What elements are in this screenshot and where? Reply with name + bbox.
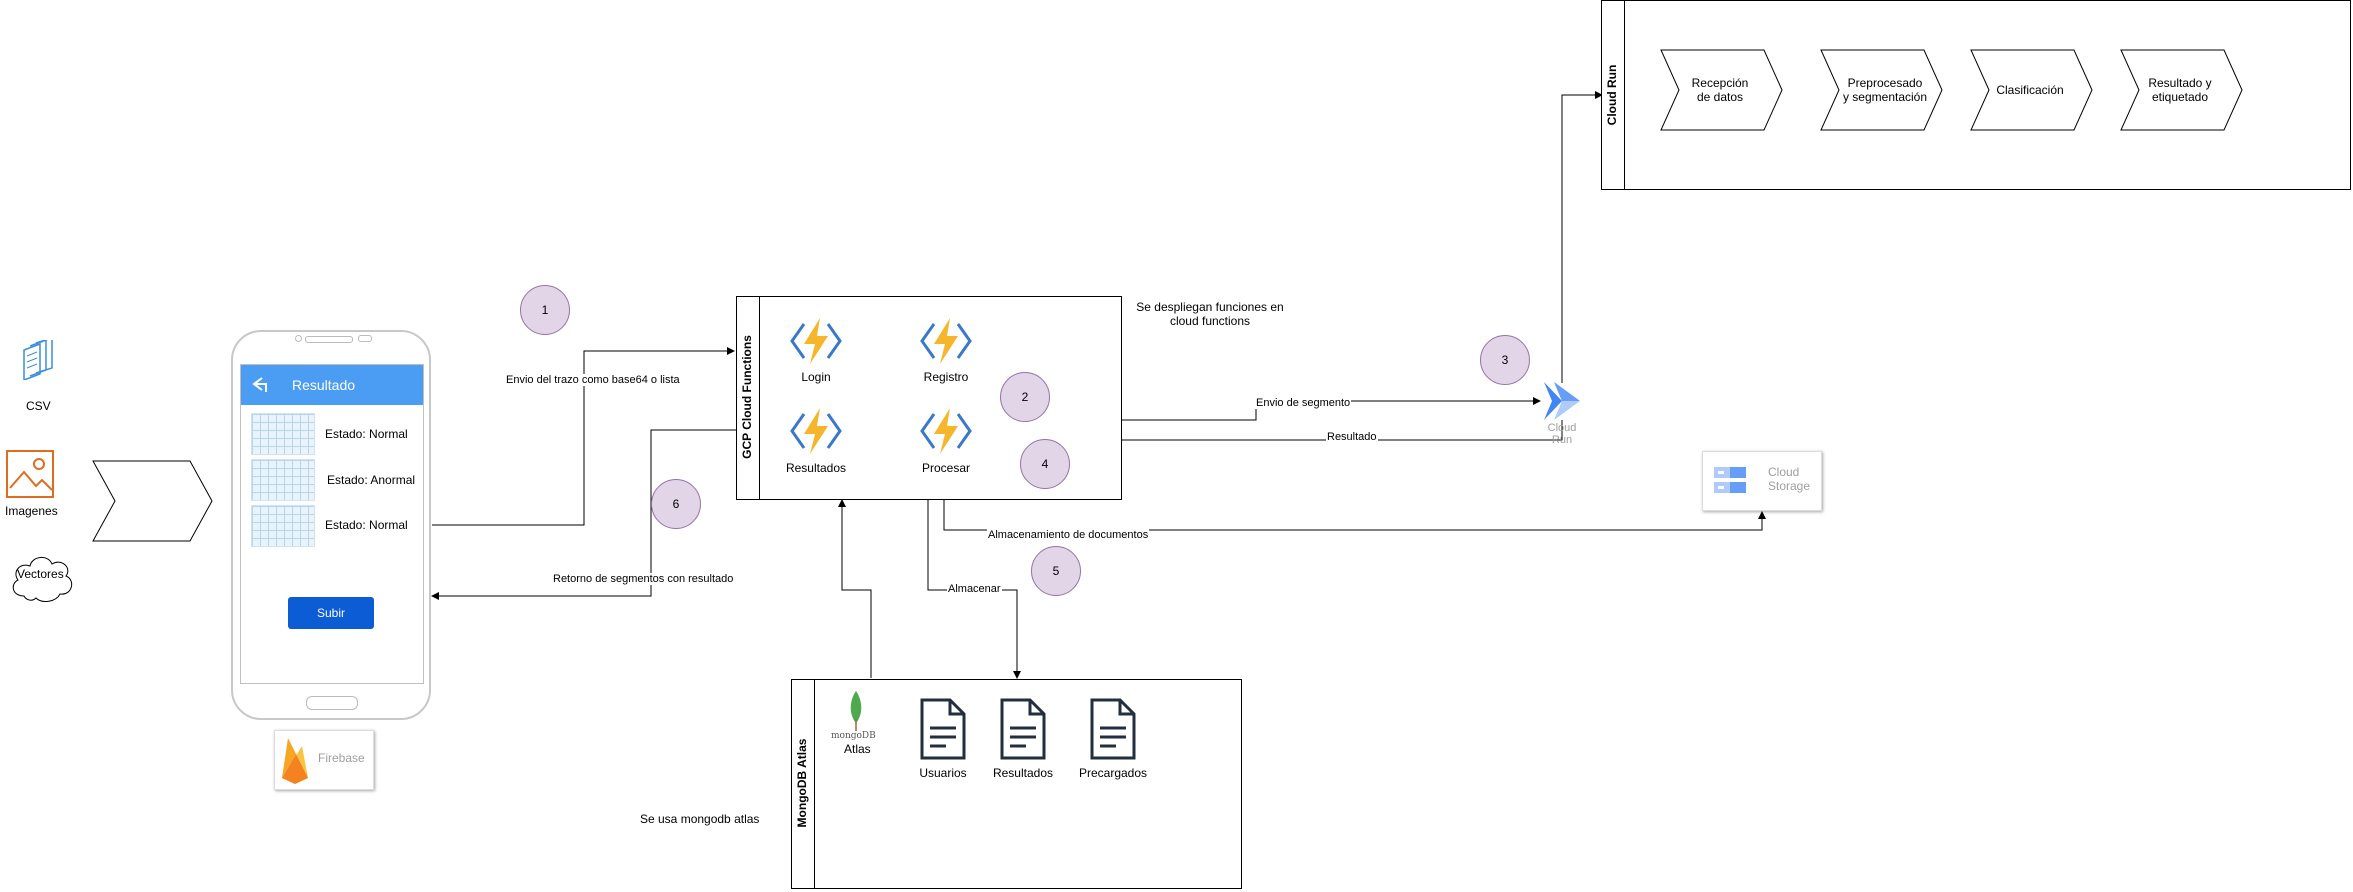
cloud-storage-card xyxy=(1702,451,1822,511)
result-status: Estado: Normal xyxy=(325,427,408,441)
function-label: Resultados xyxy=(785,461,847,475)
cloud-run-icon-label: Cloud Run xyxy=(1547,422,1577,446)
edge-label-return-segments: Retorno de segmentos con resultado xyxy=(552,573,735,585)
document-icon-usuarios xyxy=(920,698,966,760)
phone-speaker xyxy=(305,336,353,343)
csv-label: CSV xyxy=(26,399,51,413)
ecg-thumbnail xyxy=(251,459,315,501)
step-marker: 1 xyxy=(520,285,570,335)
pipeline-step xyxy=(2120,49,2243,131)
document-icon-precargados xyxy=(1090,698,1136,760)
mongodb-title: MongoDB Atlas xyxy=(795,738,809,828)
mongodb-leaf-icon xyxy=(847,691,865,731)
pipeline-step xyxy=(1970,49,2093,131)
pipeline-step-label: Resultado y etiquetado xyxy=(2148,76,2212,104)
edge-mongo-to-gcp xyxy=(838,499,872,678)
app-title: Resultado xyxy=(292,377,356,393)
firebase-icon xyxy=(278,734,312,786)
step-marker: 6 xyxy=(651,479,701,529)
atlas-label: Atlas xyxy=(844,742,871,756)
pipeline-step-label: Preprocesado y segmentación xyxy=(1842,76,1928,104)
cloud-run-title: Cloud Run xyxy=(1605,64,1619,126)
edge-label-store-documents: Almacenamiento de documentos xyxy=(987,529,1150,541)
images-label: Imagenes xyxy=(5,504,58,518)
firebase-label: Firebase xyxy=(318,751,365,765)
function-icon-resultados[interactable] xyxy=(790,408,842,454)
function-label: Registro xyxy=(923,370,969,384)
function-label: Login xyxy=(801,370,831,384)
step-marker: 5 xyxy=(1031,546,1081,596)
edge-result xyxy=(971,420,1563,444)
back-icon[interactable] xyxy=(250,374,270,394)
pipeline-step xyxy=(1660,49,1783,131)
function-icon-registro[interactable] xyxy=(920,318,972,364)
step-marker: 4 xyxy=(1020,439,1070,489)
function-icon-procesar[interactable] xyxy=(920,408,972,454)
edge-label-send-segment: Envio de segmento xyxy=(1255,397,1352,409)
phone-camera xyxy=(295,335,302,342)
pipeline-step-label: Clasificación xyxy=(1996,83,2064,97)
upload-button[interactable]: Subir xyxy=(288,597,374,629)
pipeline-step-label: Recepción de datos xyxy=(1691,76,1749,104)
phone-home-button xyxy=(306,696,358,710)
edge-label-send-trace: Envio del trazo como base64 o lista xyxy=(505,374,681,386)
images-icon xyxy=(6,450,54,498)
edge-cloud-run-lane xyxy=(1561,91,1603,383)
pipeline-step xyxy=(1820,49,1943,131)
ecg-thumbnail xyxy=(251,505,315,547)
document-icon-resultados xyxy=(1000,698,1046,760)
vectors-label: Vectores xyxy=(17,567,64,581)
collection-label: Usuarios xyxy=(919,766,967,780)
edge-send-trace xyxy=(432,347,735,526)
edge-return-segments xyxy=(431,429,736,600)
gcp-functions-title: GCP Cloud Functions xyxy=(740,335,754,459)
function-icon-login[interactable] xyxy=(790,318,842,364)
mongodb-note: Se usa mongodb atlas xyxy=(640,812,760,826)
collection-label: Resultados xyxy=(992,766,1054,780)
ecg-thumbnail xyxy=(251,413,315,455)
result-status: Estado: Anormal xyxy=(327,473,416,487)
gcp-note: Se despliegan funciones en cloud functio… xyxy=(1136,300,1284,328)
edge-label-result: Resultado xyxy=(1326,431,1378,443)
cloud-storage-icon xyxy=(1714,466,1746,494)
cloud-shape xyxy=(6,548,78,606)
mongodb-logo-text: mongoDB xyxy=(831,731,876,741)
function-label: Procesar xyxy=(921,461,971,475)
cloud-run-icon xyxy=(1540,380,1584,422)
cloud-storage-label: Cloud Storage xyxy=(1768,465,1811,493)
step-marker: 2 xyxy=(1000,372,1050,422)
input-chevron xyxy=(92,460,213,542)
result-status: Estado: Normal xyxy=(325,518,408,532)
edge-label-store-mongo: Almacenar xyxy=(947,583,1002,595)
step-marker: 3 xyxy=(1480,335,1530,385)
phone-sensor xyxy=(358,335,372,342)
collection-label: Precargados xyxy=(1078,766,1148,780)
csv-icon xyxy=(20,336,54,382)
app-bar xyxy=(241,365,423,405)
